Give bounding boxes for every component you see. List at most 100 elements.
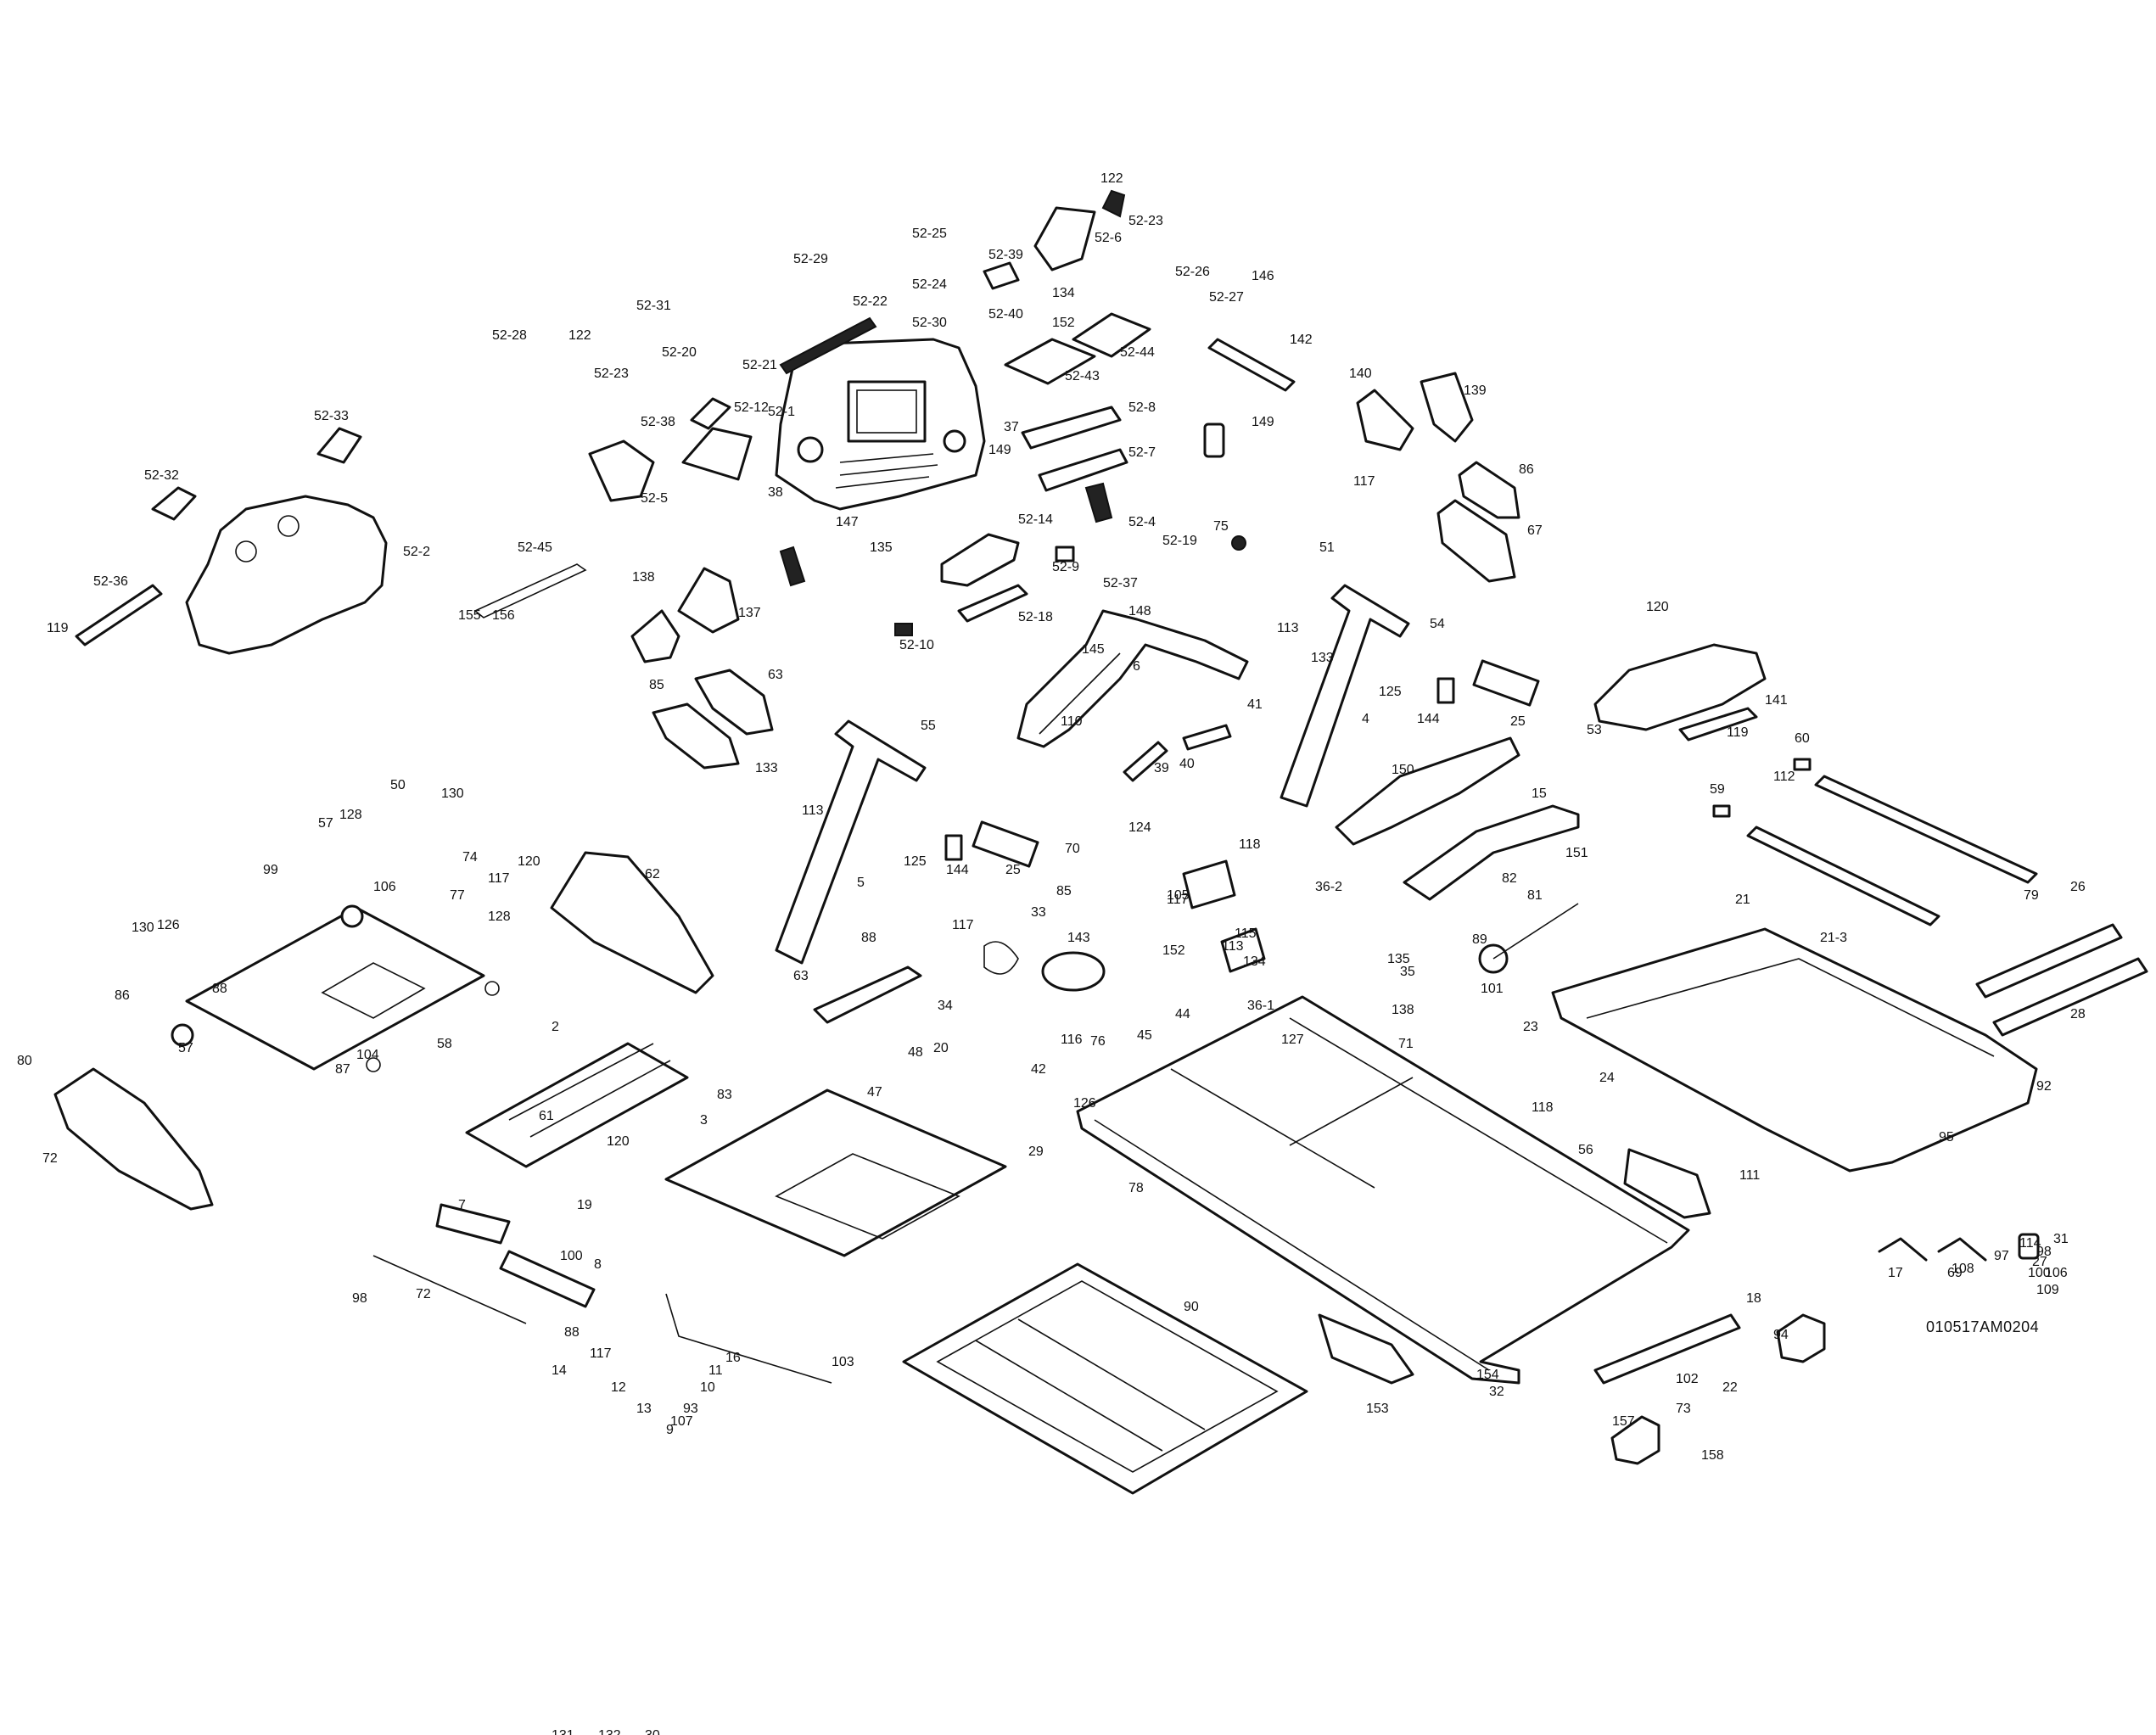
callout-label: 17 [1888, 1266, 1903, 1280]
callout-label: 52-43 [1065, 369, 1100, 383]
callout-label: 152 [1162, 943, 1185, 958]
callout-label: 134 [1243, 954, 1266, 969]
callout-label: 69 [1947, 1266, 1963, 1280]
part-132 [1937, 1237, 1987, 1262]
callout-label: 138 [1392, 1003, 1414, 1017]
callout-label: 138 [632, 570, 655, 585]
tube-7 [499, 1250, 596, 1308]
callout-label: 34 [938, 999, 953, 1013]
callout-label: 144 [1417, 712, 1440, 726]
callout-label: 135 [1387, 952, 1410, 966]
callout-label: 155 [458, 608, 481, 623]
callout-label: 79 [2024, 888, 2039, 903]
callout-label: 117 [1353, 474, 1375, 489]
part-52-23-top [1101, 189, 1126, 218]
callout-label: 117 [488, 871, 510, 886]
part-52-14 [940, 533, 1020, 587]
callout-label: 61 [539, 1109, 554, 1123]
pan-33 [664, 1089, 1007, 1257]
callout-label: 88 [861, 931, 876, 945]
callout-label: 120 [607, 1134, 630, 1149]
callout-label: 51 [1319, 540, 1335, 555]
callout-label: 52-26 [1175, 265, 1210, 279]
callout-label: 38 [768, 485, 783, 500]
handle-139 [1420, 372, 1474, 443]
part-142 [1207, 338, 1296, 392]
callout-label: 45 [1137, 1028, 1152, 1043]
callout-label: 125 [904, 854, 927, 869]
washer-58-a [484, 981, 500, 996]
callout-label: 120 [1646, 600, 1669, 614]
callout-label: 106 [373, 880, 396, 894]
callout-label: 60 [1795, 731, 1810, 746]
callout-label: 52-2 [403, 545, 430, 559]
callout-label: 106 [2045, 1266, 2068, 1280]
belt-23-deck-24 [1551, 927, 2038, 1173]
callout-label: 57 [178, 1041, 193, 1055]
upright-assembly [775, 584, 1767, 1024]
cover-61 [53, 1067, 214, 1211]
callout-label: 52-4 [1128, 515, 1156, 529]
callout-label: 72 [42, 1151, 58, 1166]
callout-label: 58 [437, 1037, 452, 1051]
part-52-9 [1055, 546, 1075, 562]
callout-label: 117 [1167, 893, 1189, 907]
speaker-grill-52-21 [779, 316, 877, 375]
bracket-31 [665, 1293, 832, 1384]
frame-3 [465, 1042, 689, 1168]
callout-label: 88 [564, 1325, 580, 1340]
part-52-39 [983, 261, 1020, 290]
callout-label: 21-3 [1820, 931, 1847, 945]
callout-label: 99 [263, 863, 278, 877]
callout-label: 133 [755, 761, 778, 775]
part-30 [2018, 1233, 2040, 1260]
callout-label: 88 [212, 982, 227, 996]
callout-label: 26 [2070, 880, 2086, 894]
callout-label: 24 [1599, 1071, 1615, 1085]
speaker-left [235, 540, 257, 562]
callout-label: 113 [802, 803, 824, 818]
callout-label: 10 [700, 1380, 715, 1395]
main-frame-1 [1076, 995, 1690, 1385]
callout-label: 52-31 [636, 299, 671, 313]
cover-62 [550, 851, 714, 994]
console-knob-right [943, 429, 966, 453]
callout-label: 2 [552, 1020, 559, 1034]
handlebar-6-inner [1039, 652, 1121, 735]
callout-label: 122 [568, 328, 591, 343]
part-52-3 [779, 546, 806, 587]
handle-138 [630, 609, 680, 663]
part-52-6 [1033, 206, 1096, 271]
tube-8 [435, 1203, 511, 1245]
wheel-57-upper [340, 904, 364, 928]
callout-label: 154 [1476, 1368, 1499, 1382]
callout-labels: 12252-2352-614652-2552-3952-2652-2714252… [17, 171, 2086, 1735]
part-52-4 [1084, 482, 1113, 523]
callout-label: 120 [518, 854, 540, 869]
handle-63 [694, 669, 774, 736]
callout-label: 113 [1277, 621, 1299, 635]
callout-label: 109 [2036, 1283, 2059, 1297]
rail-79-lower [1746, 826, 1940, 926]
callout-label: 100 [560, 1249, 583, 1263]
callout-label: 140 [1349, 367, 1372, 381]
callout-label: 14 [552, 1363, 567, 1378]
console-display-inner [856, 389, 917, 434]
callout-label: 94 [1773, 1328, 1789, 1342]
callout-label: 44 [1175, 1007, 1190, 1021]
callout-label: 117 [952, 918, 974, 932]
callout-label: 52-30 [912, 316, 947, 330]
frame-2 [185, 906, 485, 1071]
callout-label: 147 [836, 515, 859, 529]
callout-label: 15 [1532, 786, 1547, 801]
callout-label: 86 [115, 988, 130, 1003]
lift-frame-assembly [53, 851, 832, 1384]
axle-19 [372, 1255, 527, 1324]
callout-label: 85 [649, 678, 664, 692]
belt-edge [1586, 958, 1995, 1057]
callout-label: 52-23 [594, 367, 629, 381]
callout-label: 92 [2036, 1079, 2052, 1094]
callout-label: 35 [1400, 965, 1415, 979]
callout-label: 80 [17, 1054, 32, 1068]
callout-label: 52-10 [899, 638, 934, 652]
